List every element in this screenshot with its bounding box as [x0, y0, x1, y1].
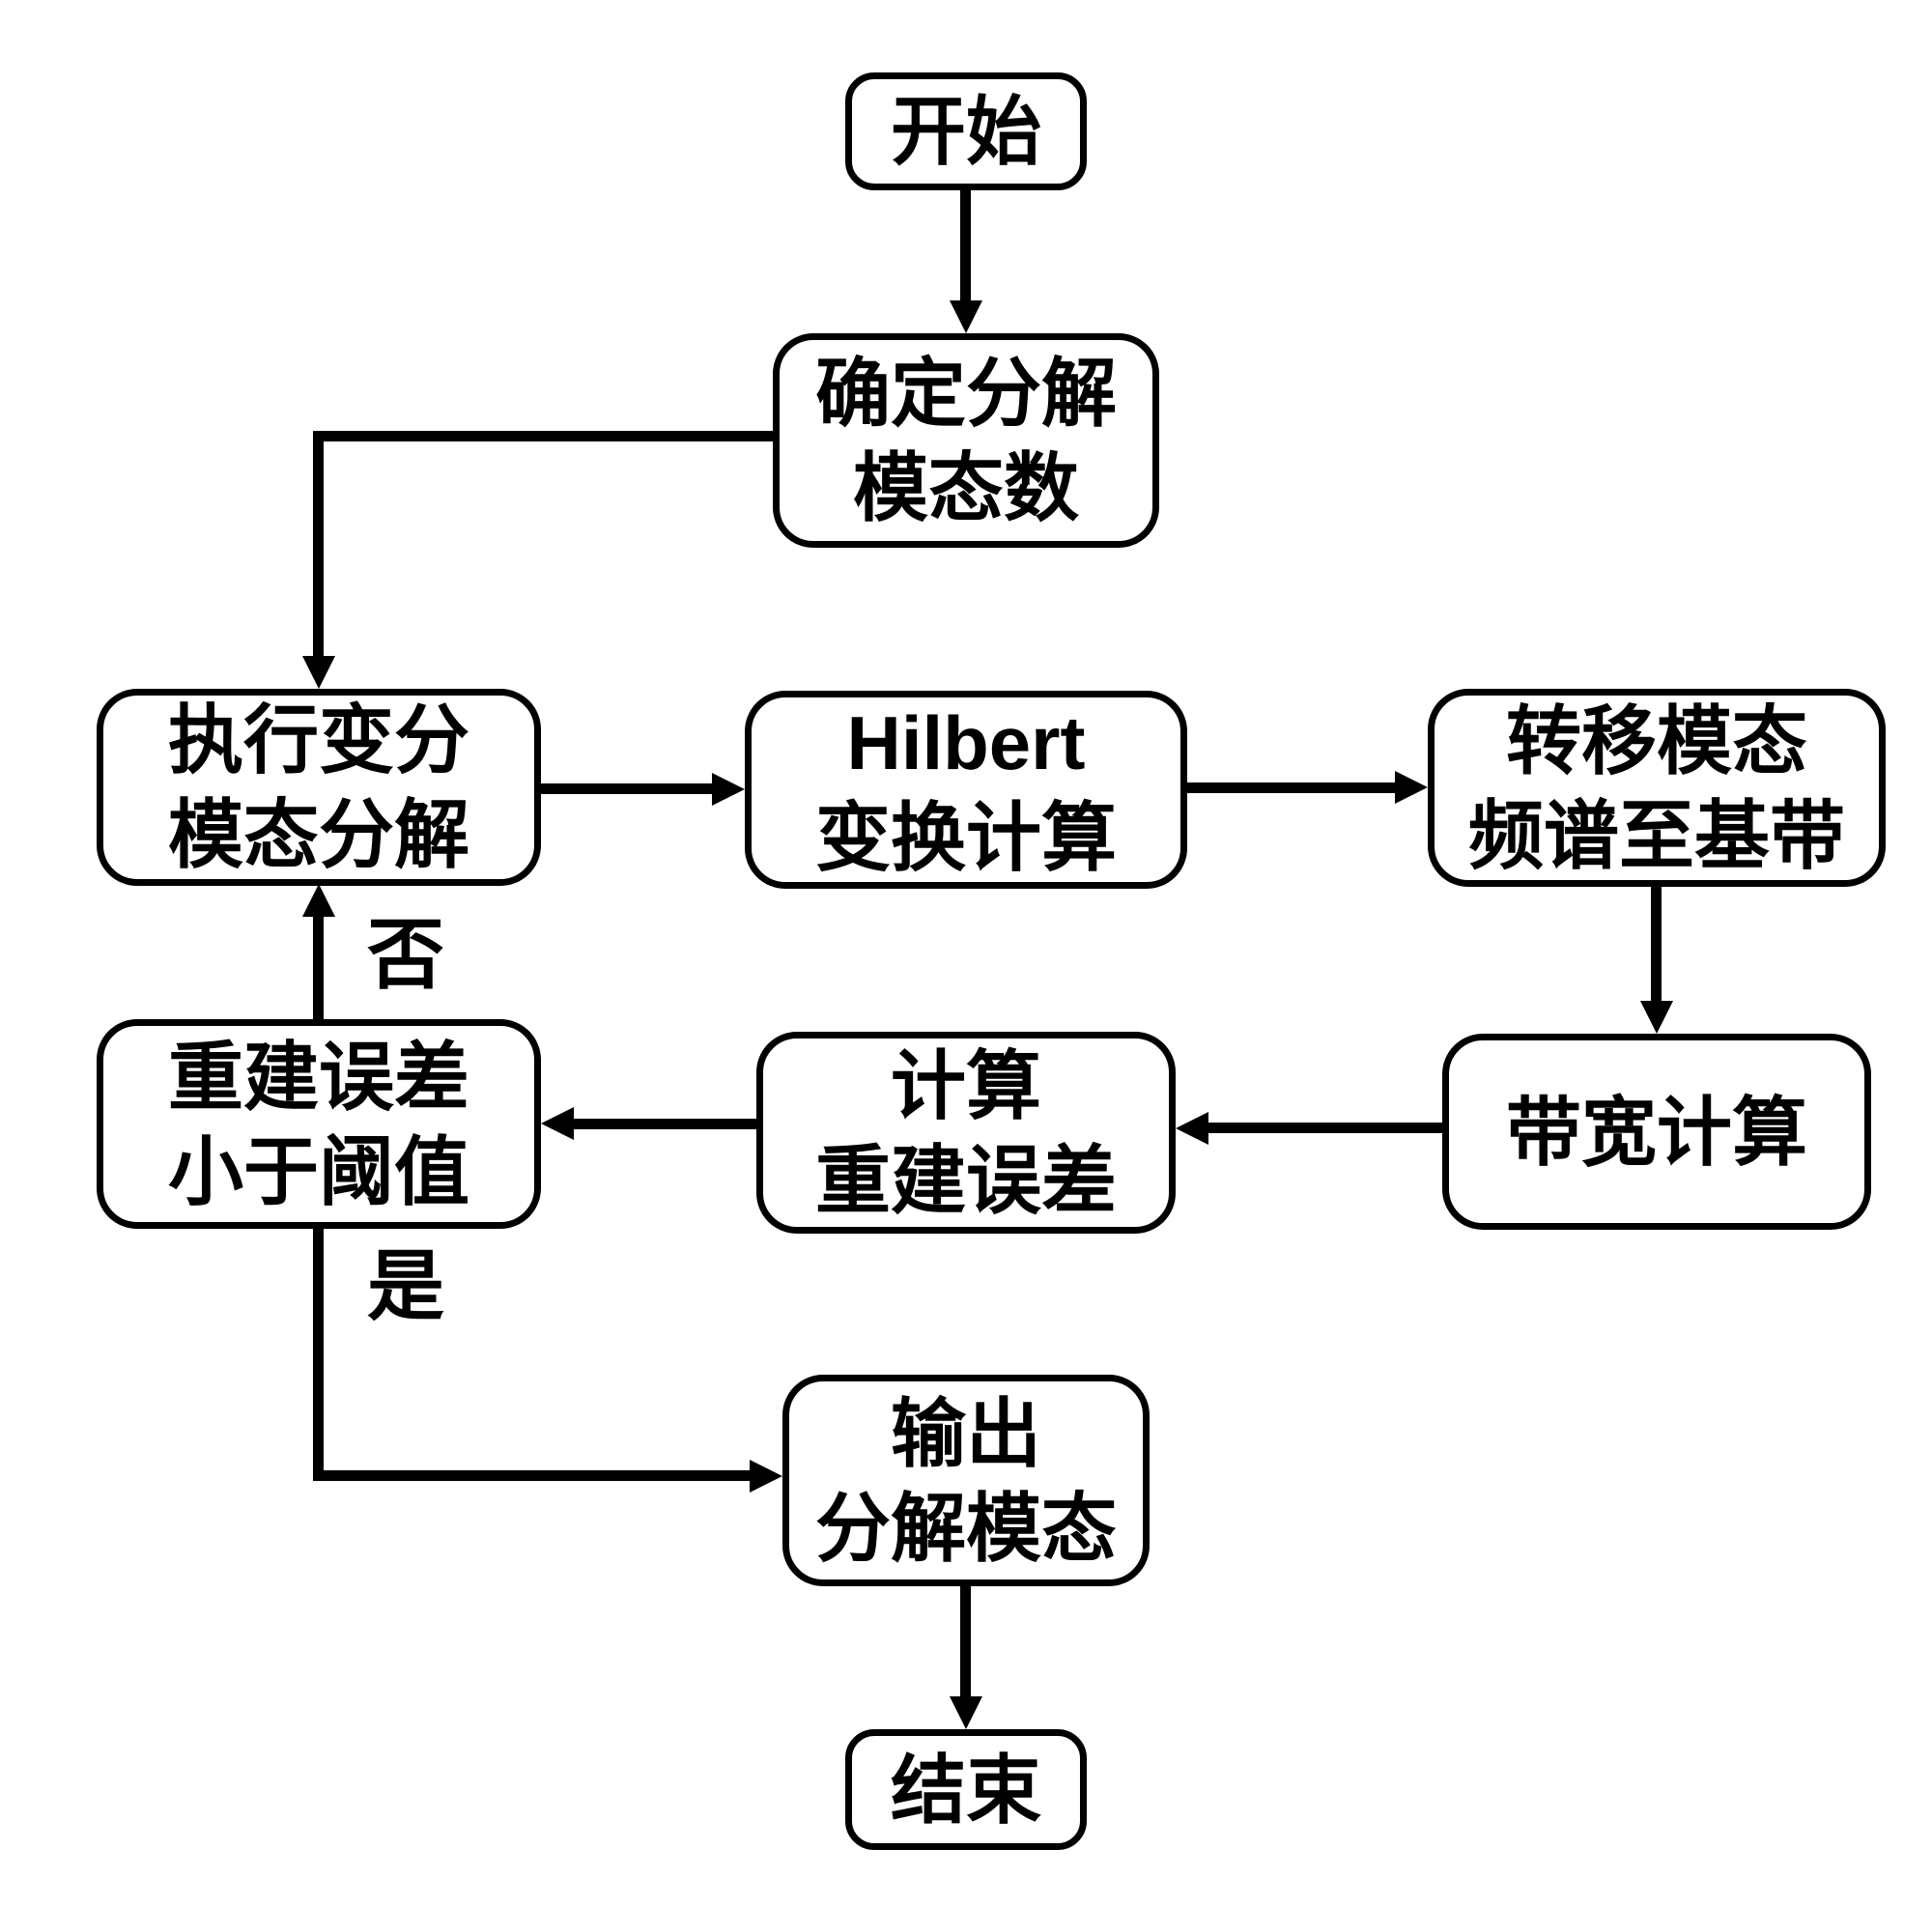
edge-bandwidth-reconerror-line: [1207, 1123, 1442, 1133]
node-vmd-line1: 执行变分: [167, 697, 469, 782]
node-shift-line1: 转移模态: [1505, 697, 1807, 783]
edge-output-end-line: [960, 1586, 971, 1698]
edge-threshold-output-vline: [313, 1229, 324, 1481]
arrowhead-reconerror-threshold: [541, 1107, 574, 1140]
node-vmd: 执行变分 模态分解: [97, 689, 541, 886]
node-shift-line2: 频谱至基带: [1467, 792, 1845, 878]
node-bandwidth-calc: 带宽计算: [1442, 1034, 1871, 1230]
edge-label-yes: 是: [367, 1243, 444, 1329]
node-start-label: 开始: [890, 89, 1041, 174]
node-hilbert-transform: Hilbert 变换计算: [745, 691, 1187, 889]
node-threshold-line1: 重建误差: [167, 1034, 469, 1120]
node-output-line2: 分解模态: [814, 1485, 1117, 1571]
arrowhead-determine-vmd: [302, 656, 335, 689]
node-threshold-line2: 小于阈值: [167, 1128, 469, 1214]
edge-shift-bandwidth-line: [1651, 887, 1662, 1003]
node-vmd-line2: 模态分解: [167, 792, 469, 877]
node-determine-line1: 确定分解: [814, 351, 1117, 436]
arrowhead-bandwidth-reconerror: [1176, 1112, 1208, 1145]
node-reconerror-line2: 重建误差: [814, 1137, 1117, 1223]
node-hilbert-line1: Hilbert: [846, 699, 1086, 785]
node-recon-error-calc: 计算 重建误差: [756, 1032, 1176, 1234]
node-determine-line2: 模态数: [852, 445, 1079, 530]
edge-threshold-vmd-line: [313, 915, 324, 1019]
node-hilbert-line2: 变换计算: [814, 794, 1117, 880]
node-start: 开始: [845, 72, 1087, 190]
arrowhead-threshold-output: [750, 1460, 782, 1493]
arrowhead-output-end: [950, 1696, 982, 1729]
arrowhead-hilbert-shift: [1395, 771, 1428, 804]
node-end: 结束: [845, 1729, 1087, 1850]
node-threshold-check: 重建误差 小于阈值: [97, 1019, 541, 1229]
node-shift-spectrum-baseband: 转移模态 频谱至基带: [1428, 689, 1886, 887]
node-reconerror-line1: 计算: [890, 1042, 1041, 1128]
node-output-modes: 输出 分解模态: [782, 1375, 1150, 1586]
arrowhead-start-determine: [950, 300, 982, 333]
node-output-line1: 输出: [890, 1390, 1041, 1476]
edge-hilbert-shift-line: [1187, 782, 1398, 793]
arrowhead-vmd-hilbert: [712, 773, 745, 806]
edge-determine-vmd-hline: [319, 431, 773, 441]
edge-vmd-hilbert-line: [541, 783, 715, 794]
edge-start-determine-line: [960, 190, 971, 302]
node-bandwidth-label: 带宽计算: [1505, 1089, 1807, 1175]
node-end-label: 结束: [890, 1747, 1041, 1833]
edge-threshold-output-hline: [313, 1470, 753, 1481]
edge-determine-vmd-vline: [313, 431, 324, 656]
arrowhead-threshold-vmd: [302, 884, 335, 917]
node-determine-modes: 确定分解 模态数: [773, 333, 1159, 548]
arrowhead-shift-bandwidth: [1640, 1001, 1673, 1034]
edge-reconerror-threshold-line: [572, 1119, 756, 1129]
edge-label-no: 否: [367, 912, 444, 998]
